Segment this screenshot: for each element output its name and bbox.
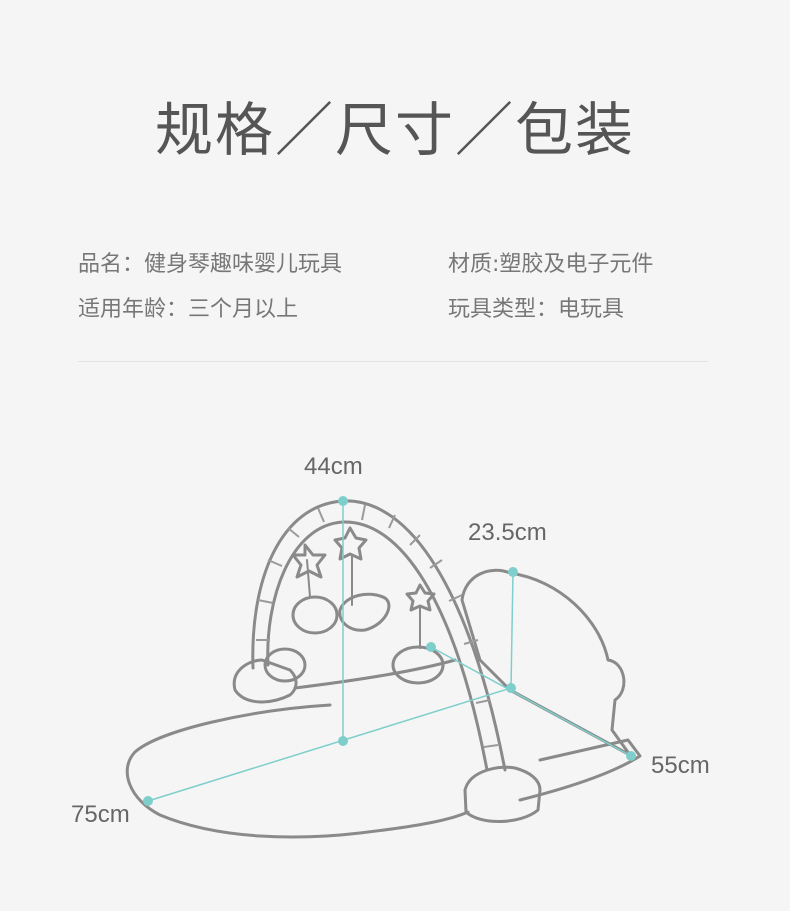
hanging-star-toy <box>405 583 436 612</box>
dimension-point <box>338 496 348 506</box>
dimension-point <box>426 642 436 652</box>
panel-height-label: 23.5cm <box>468 519 547 546</box>
spec-type: 玩具类型：电玩具 <box>448 297 625 322</box>
length-label: 75cm <box>71 801 130 828</box>
hanging-crab-toy <box>291 595 339 635</box>
piano-panel <box>460 568 632 757</box>
divider <box>78 361 708 362</box>
left-foot <box>232 658 298 704</box>
length-dimension-line <box>147 687 512 802</box>
page-title: 规格／尺寸／包装 <box>154 96 635 164</box>
dimension-point <box>338 736 348 746</box>
spec-material: 材质:塑胶及电子元件 <box>448 252 654 277</box>
dimension-point <box>626 751 636 761</box>
arch-outer <box>251 499 507 772</box>
dimension-point <box>508 567 518 577</box>
dimension-point <box>143 796 153 806</box>
spec-product-name: 品名：健身琴趣味婴儿玩具 <box>78 252 343 277</box>
spec-age: 适用年龄：三个月以上 <box>78 297 299 322</box>
dimension-point <box>506 683 516 693</box>
width-label: 55cm <box>651 752 710 779</box>
arch-ribs <box>256 504 499 748</box>
hanging-ball-toy <box>263 647 307 683</box>
play-mat-right <box>518 738 642 802</box>
hanging-star-toy <box>291 543 327 579</box>
arch-inner <box>266 520 489 772</box>
hanging-cloud-toy <box>338 592 391 632</box>
width-dimension-line <box>430 646 632 757</box>
play-mat-outline <box>125 703 470 839</box>
height-label: 44cm <box>304 453 363 480</box>
hanging-star-toy <box>333 526 368 561</box>
right-foot <box>463 765 542 823</box>
panel-height-dimension-line <box>510 571 514 689</box>
hanging-rattle-toy <box>391 645 445 685</box>
play-mat-back-edge <box>293 658 457 690</box>
